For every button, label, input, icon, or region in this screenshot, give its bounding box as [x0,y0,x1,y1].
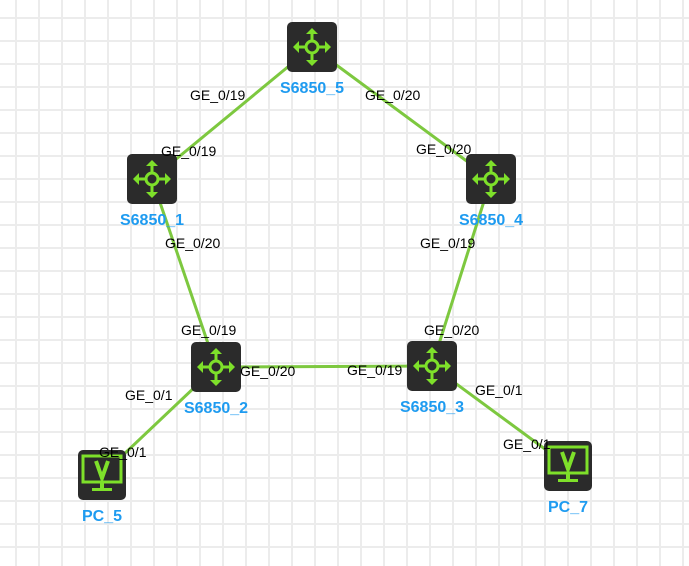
node-label: S6850_3 [400,399,464,416]
pc-monitor-icon[interactable] [78,450,126,500]
node-pc_7[interactable]: PC_7 [544,441,592,516]
node-s6850_4[interactable]: S6850_4 [459,154,523,229]
node-pc_5[interactable]: PC_5 [78,450,126,525]
port-label: GE_0/20 [165,235,220,251]
link-s2-s3[interactable] [215,364,433,369]
node-label: PC_7 [548,499,588,516]
node-s6850_2[interactable]: S6850_2 [184,342,248,417]
link-s5-s4[interactable] [311,45,492,181]
node-label: S6850_4 [459,212,523,229]
port-label: GE_0/1 [503,436,551,452]
switch-arrows-icon[interactable] [191,342,241,392]
switch-arrows-icon[interactable] [466,154,516,204]
port-label: GE_0/1 [475,382,523,398]
pc-monitor-icon[interactable] [544,441,592,491]
port-label: GE_0/19 [181,322,236,338]
port-label: GE_0/20 [240,363,295,379]
port-label: GE_0/19 [161,143,216,159]
node-label: S6850_2 [184,400,248,417]
switch-arrows-icon[interactable] [407,341,457,391]
link-s4-s3[interactable] [430,178,493,367]
node-s6850_1[interactable]: S6850_1 [120,154,184,229]
port-label: GE_0/20 [424,322,479,338]
node-label: PC_5 [82,508,122,525]
port-label: GE_0/19 [190,87,245,103]
port-label: GE_0/19 [347,362,402,378]
port-label: GE_0/1 [99,444,147,460]
node-label: S6850_1 [120,212,184,229]
link-s5-s1[interactable] [151,45,313,181]
port-label: GE_0/19 [420,235,475,251]
link-s1-s2[interactable] [150,178,218,368]
node-label: S6850_5 [280,80,344,97]
node-s6850_3[interactable]: S6850_3 [400,341,464,416]
port-label: GE_0/20 [416,141,471,157]
port-label: GE_0/1 [125,387,173,403]
node-s6850_5[interactable]: S6850_5 [280,22,344,97]
switch-arrows-icon[interactable] [127,154,177,204]
switch-arrows-icon[interactable] [287,22,337,72]
port-label: GE_0/20 [365,87,420,103]
